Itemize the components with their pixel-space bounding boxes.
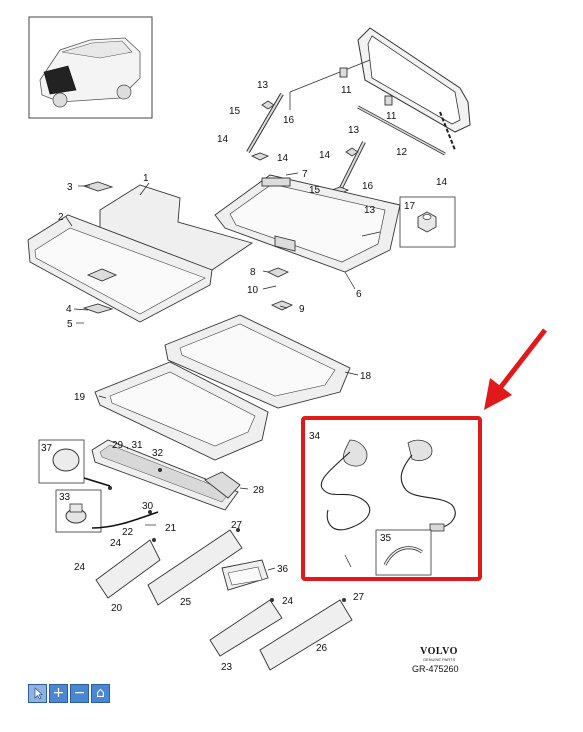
callout-9: 9 bbox=[299, 304, 305, 315]
nut-detail bbox=[361, 196, 456, 248]
callout-16-a: 16 bbox=[283, 115, 295, 126]
detail-boxes bbox=[38, 439, 159, 533]
cursor-button[interactable] bbox=[28, 684, 47, 703]
callout-26: 26 bbox=[316, 643, 328, 654]
diagram-reference: GR-475260 bbox=[412, 664, 459, 674]
zoom-in-button[interactable]: + bbox=[49, 684, 68, 703]
viewer-toolbar: + − ⌂ bbox=[28, 684, 110, 703]
callout-11-a: 11 bbox=[341, 85, 352, 96]
red-arrow-icon bbox=[484, 328, 547, 410]
cargo-tray bbox=[214, 174, 401, 273]
callout-30: 30 bbox=[142, 501, 154, 512]
callout-27-b: 27 bbox=[353, 592, 365, 603]
callout-8: 8 bbox=[250, 267, 256, 278]
gas-struts bbox=[246, 67, 446, 195]
leader-lines bbox=[65, 172, 359, 571]
brand-subtitle: GENUINE PARTS bbox=[422, 657, 456, 662]
callout-23: 23 bbox=[221, 662, 233, 673]
callout-13-a: 13 bbox=[257, 80, 269, 91]
callout-24-a: 24 bbox=[110, 538, 122, 549]
callout-22: 22 bbox=[122, 527, 134, 538]
callout-10: 10 bbox=[247, 285, 259, 296]
callout-36: 36 bbox=[277, 564, 289, 575]
zoom-out-button[interactable]: − bbox=[70, 684, 89, 703]
callout-28: 28 bbox=[253, 485, 265, 496]
tailgate-frame bbox=[289, 27, 471, 151]
callout-6: 6 bbox=[356, 289, 362, 300]
callout-18: 18 bbox=[360, 371, 372, 382]
brand-name: VOLVO bbox=[420, 646, 458, 657]
callout-33: 33 bbox=[59, 492, 71, 503]
callout-13-c: 13 bbox=[364, 205, 376, 216]
callout-16-b: 16 bbox=[362, 181, 374, 192]
load-floor-panels bbox=[27, 181, 294, 323]
callout-labels: 1 2 3 4 5 6 7 8 9 10 11 11 12 13 13 13 1… bbox=[41, 80, 448, 673]
home-button[interactable]: ⌂ bbox=[91, 684, 110, 703]
callout-3: 3 bbox=[67, 182, 73, 193]
callout-4: 4 bbox=[66, 304, 72, 315]
callout-37: 37 bbox=[41, 443, 53, 454]
callout-13-b: 13 bbox=[348, 125, 360, 136]
side-trims bbox=[95, 528, 353, 671]
callout-24-c: 24 bbox=[282, 596, 294, 607]
callout-14-d: 14 bbox=[436, 177, 448, 188]
callout-14-a: 14 bbox=[217, 134, 229, 145]
callout-35: 35 bbox=[380, 533, 392, 544]
callout-2: 2 bbox=[58, 212, 64, 223]
callout-14-c: 14 bbox=[319, 150, 331, 161]
callout-15-a: 15 bbox=[229, 106, 241, 117]
callout-32: 32 bbox=[152, 448, 164, 459]
cursor-icon bbox=[34, 687, 43, 700]
storage-trays bbox=[94, 314, 351, 461]
callout-21: 21 bbox=[165, 523, 177, 534]
callout-24-b: 24 bbox=[74, 562, 86, 573]
callout-15-b: 15 bbox=[309, 185, 321, 196]
sill-plate bbox=[91, 439, 241, 514]
callout-7: 7 bbox=[302, 169, 308, 180]
callout-27-a: 27 bbox=[231, 520, 243, 531]
callout-5: 5 bbox=[67, 319, 73, 330]
callout-1: 1 bbox=[143, 173, 149, 184]
callout-14-b: 14 bbox=[277, 153, 289, 164]
vehicle-thumbnail bbox=[28, 16, 153, 119]
highlighted-cable-kit bbox=[301, 416, 482, 581]
callout-25: 25 bbox=[180, 597, 192, 608]
callout-12: 12 bbox=[396, 147, 408, 158]
callout-20: 20 bbox=[111, 603, 123, 614]
callout-29-31: 29 , 31 bbox=[112, 440, 143, 451]
callout-17: 17 bbox=[404, 201, 416, 212]
callout-34: 34 bbox=[309, 431, 321, 442]
callout-11-b: 11 bbox=[386, 111, 397, 122]
brand-logo: VOLVO GENUINE PARTS bbox=[409, 646, 469, 662]
callout-19: 19 bbox=[74, 392, 86, 403]
